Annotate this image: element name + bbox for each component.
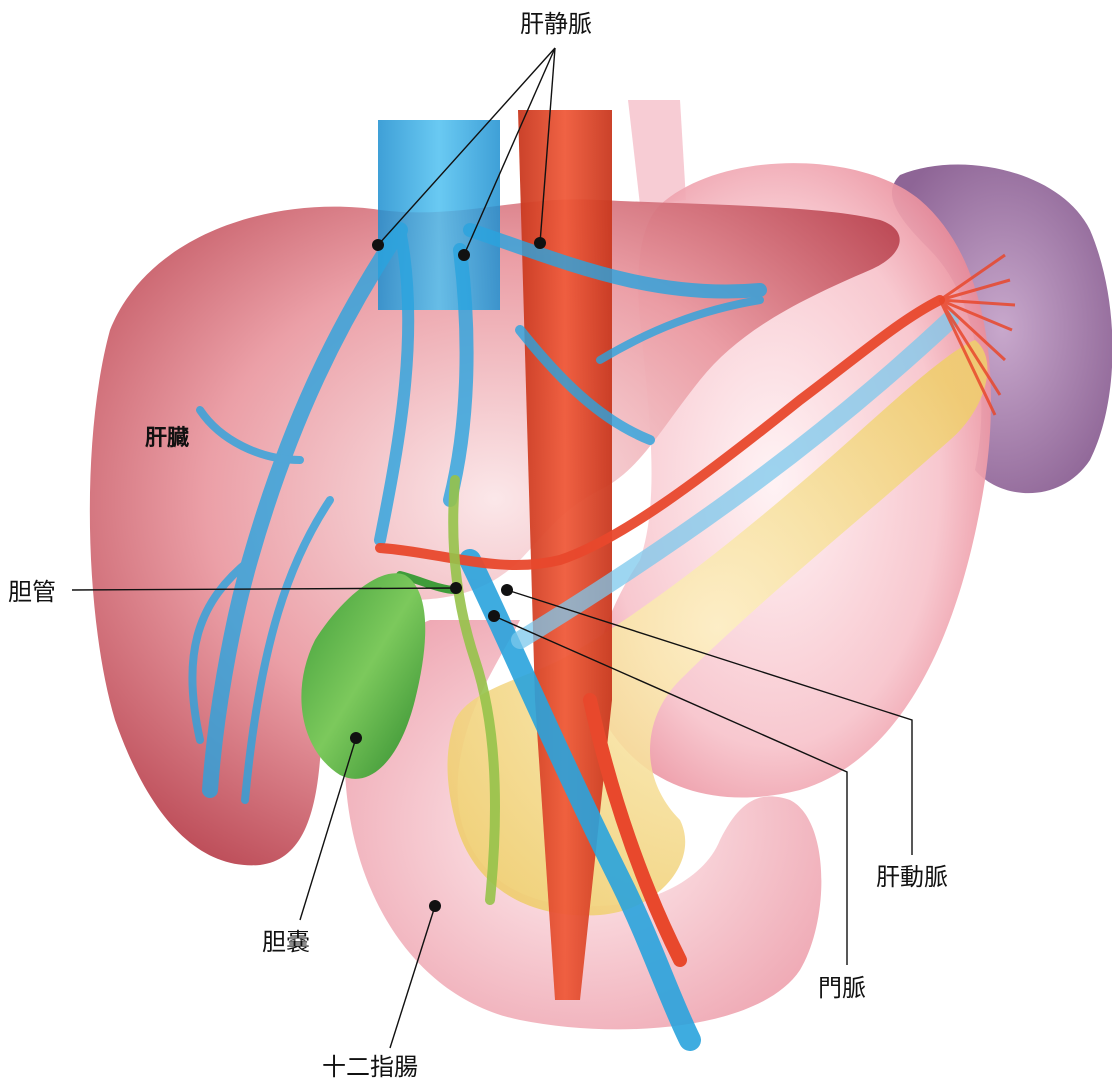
dot-hepatic-vein-3 xyxy=(534,237,546,249)
label-hepatic-veins: 肝静脈 xyxy=(520,10,592,38)
dot-duodenum xyxy=(429,900,441,912)
dot-gallbladder xyxy=(350,732,362,744)
dot-hepatic-artery xyxy=(501,584,513,596)
dot-hepatic-vein-1 xyxy=(372,239,384,251)
label-duodenum: 十二指腸 xyxy=(322,1053,418,1081)
label-gallbladder: 胆嚢 xyxy=(262,928,310,956)
esophagus xyxy=(628,100,686,205)
label-liver: 肝臓 xyxy=(145,426,189,451)
label-hepatic-artery: 肝動脈 xyxy=(876,863,948,891)
dot-bile-duct xyxy=(450,582,462,594)
label-bile-duct: 胆管 xyxy=(8,578,56,606)
label-portal-vein: 門脈 xyxy=(818,974,866,1002)
dot-portal-vein xyxy=(488,610,500,622)
dot-hepatic-vein-2 xyxy=(458,249,470,261)
